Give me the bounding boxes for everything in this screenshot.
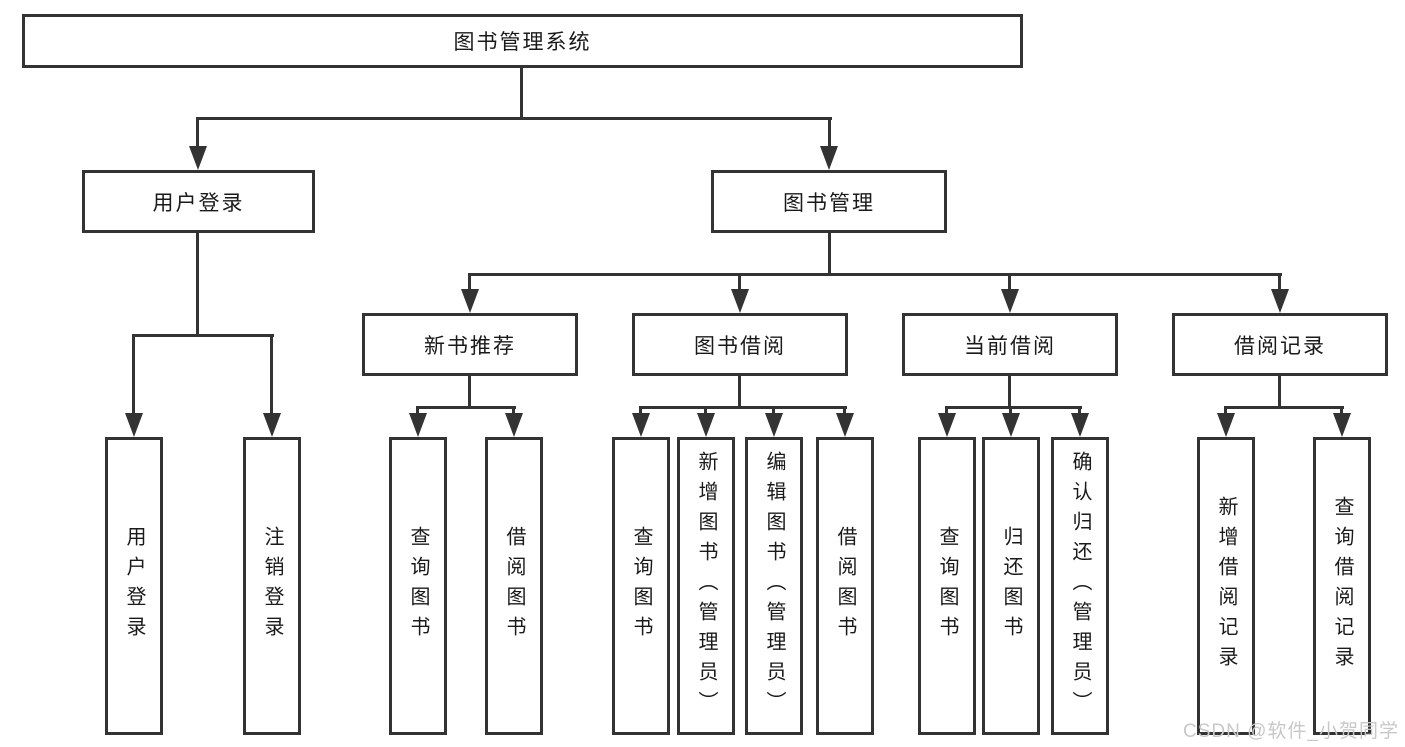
- leaf-label: 新增借阅记录: [1215, 496, 1237, 676]
- leaf-borrow-books-recommend: 借阅图书: [485, 437, 543, 735]
- connector-line: [738, 273, 741, 294]
- arrow-down-icon: [505, 413, 523, 437]
- connector-line: [1008, 376, 1011, 409]
- leaf-user-login: 用户登录: [105, 437, 163, 735]
- leaf-label: 用户登录: [123, 526, 145, 646]
- connector-line: [196, 233, 199, 337]
- leaf-label: 编辑图书（管理员）: [763, 451, 785, 721]
- connector-line: [416, 406, 419, 416]
- leaf-label: 查询借阅记录: [1331, 496, 1353, 676]
- leaf-add-books-admin: 新增图书（管理员）: [677, 437, 735, 735]
- leaf-label: 查询图书: [936, 526, 958, 646]
- node-label: 图书借阅: [694, 334, 786, 358]
- leaf-label: 查询图书: [630, 526, 652, 646]
- leaf-logout: 注销登录: [243, 437, 301, 735]
- node-new-book-recommendation: 新书推荐: [362, 313, 578, 376]
- connector-line: [828, 233, 831, 276]
- leaf-label: 借阅图书: [834, 526, 856, 646]
- node-user-login: 用户登录: [82, 170, 315, 233]
- connector-line: [512, 406, 515, 416]
- connector-line: [1008, 273, 1011, 294]
- node-system-root: 图书管理系统: [22, 14, 1023, 68]
- connector-line: [1078, 406, 1081, 416]
- arrow-down-icon: [731, 289, 749, 313]
- connector-line: [468, 376, 471, 409]
- connector-line: [1009, 406, 1012, 416]
- arrow-down-icon: [697, 413, 715, 437]
- arrow-down-icon: [632, 413, 650, 437]
- connector-line: [704, 406, 707, 416]
- arrow-down-icon: [189, 146, 207, 170]
- connector-line: [738, 376, 741, 409]
- connector-line: [132, 334, 274, 337]
- connector-line: [1278, 376, 1281, 409]
- arrow-down-icon: [461, 289, 479, 313]
- node-label: 当前借阅: [964, 334, 1056, 358]
- arrow-down-icon: [1001, 289, 1019, 313]
- connector-line: [639, 406, 847, 409]
- node-borrowing-records: 借阅记录: [1172, 313, 1388, 376]
- arrow-down-icon: [765, 413, 783, 437]
- node-label: 新书推荐: [424, 334, 516, 358]
- node-label: 图书管理: [783, 191, 875, 215]
- arrow-down-icon: [1217, 413, 1235, 437]
- connector-line: [1224, 406, 1344, 409]
- csdn-watermark: CSDN @软件_小贺同学: [1183, 721, 1399, 742]
- arrow-down-icon: [836, 413, 854, 437]
- connector-line: [270, 334, 273, 416]
- leaf-query-books-borrow: 查询图书: [612, 437, 670, 735]
- connector-line: [468, 273, 471, 294]
- leaf-add-borrow-record: 新增借阅记录: [1197, 437, 1255, 735]
- connector-line: [196, 117, 832, 120]
- connector-line: [828, 117, 831, 149]
- arrow-down-icon: [1333, 413, 1351, 437]
- arrow-down-icon: [1071, 413, 1089, 437]
- connector-line: [945, 406, 1082, 409]
- leaf-borrow-books: 借阅图书: [816, 437, 874, 735]
- arrow-down-icon: [1002, 413, 1020, 437]
- arrow-down-icon: [125, 413, 143, 437]
- connector-line: [196, 117, 199, 149]
- leaf-label: 归还图书: [1000, 526, 1022, 646]
- arrow-down-icon: [1271, 289, 1289, 313]
- arrow-down-icon: [938, 413, 956, 437]
- leaf-label: 注销登录: [261, 526, 283, 646]
- arrow-down-icon: [820, 146, 838, 170]
- leaf-query-borrow-record: 查询借阅记录: [1313, 437, 1371, 735]
- node-label: 图书管理系统: [453, 31, 592, 54]
- connector-line: [468, 273, 1282, 276]
- leaf-return-books: 归还图书: [982, 437, 1040, 735]
- leaf-label: 新增图书（管理员）: [695, 451, 717, 721]
- node-book-borrowing: 图书借阅: [632, 313, 848, 376]
- connector-line: [1224, 406, 1227, 416]
- leaf-label: 查询图书: [407, 526, 429, 646]
- connector-line: [1340, 406, 1343, 416]
- leaf-label: 确认归还（管理员）: [1069, 451, 1091, 721]
- connector-line: [1278, 273, 1281, 294]
- connector-line: [639, 406, 642, 416]
- leaf-label: 借阅图书: [503, 526, 525, 646]
- arrow-down-icon: [263, 413, 281, 437]
- connector-line: [945, 406, 948, 416]
- connector-line: [520, 68, 523, 120]
- leaf-confirm-return-admin: 确认归还（管理员）: [1051, 437, 1109, 735]
- node-label: 借阅记录: [1234, 334, 1326, 358]
- connector-line: [843, 406, 846, 416]
- node-book-management: 图书管理: [711, 170, 947, 233]
- arrow-down-icon: [409, 413, 427, 437]
- connector-line: [772, 406, 775, 416]
- connector-line: [132, 334, 135, 416]
- connector-line: [416, 406, 516, 409]
- node-current-borrowing: 当前借阅: [902, 313, 1118, 376]
- leaf-edit-books-admin: 编辑图书（管理员）: [745, 437, 803, 735]
- leaf-query-books-recommend: 查询图书: [389, 437, 447, 735]
- leaf-query-books-current: 查询图书: [918, 437, 976, 735]
- node-label: 用户登录: [152, 191, 245, 215]
